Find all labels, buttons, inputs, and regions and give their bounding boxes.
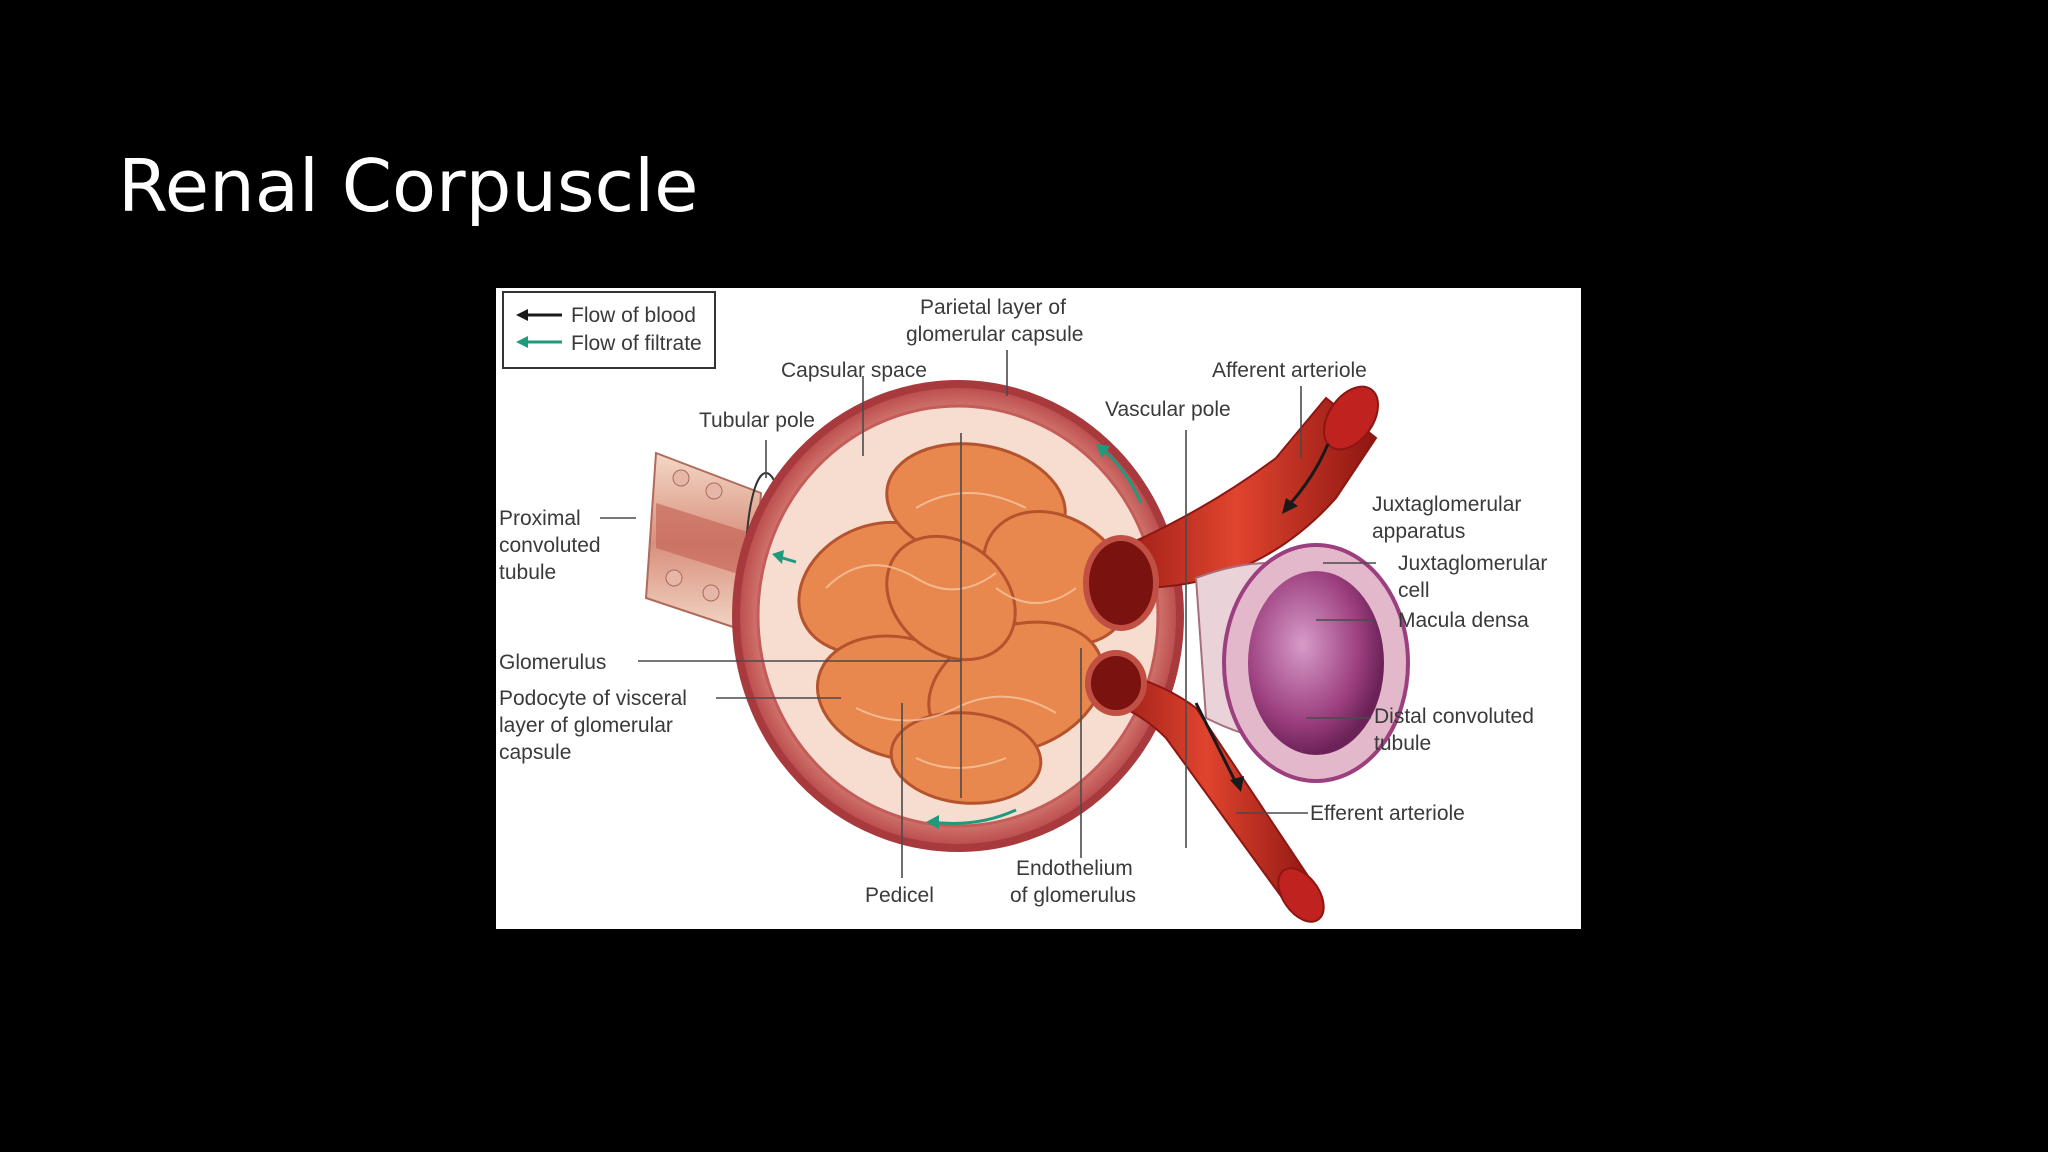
legend-box bbox=[502, 291, 716, 369]
label-tubular-pole: Tubular pole bbox=[699, 409, 815, 432]
label-podocyte-line3: capsule bbox=[499, 741, 571, 764]
filtrate-arrow-icon bbox=[772, 444, 1143, 829]
label-parietal-layer-line2: glomerular capsule bbox=[906, 323, 1083, 346]
label-macula-densa: Macula densa bbox=[1398, 609, 1529, 632]
label-pedicel: Pedicel bbox=[865, 884, 934, 907]
label-afferent-arteriole: Afferent arteriole bbox=[1212, 359, 1367, 382]
slide-title: Renal Corpuscle bbox=[118, 144, 699, 228]
label-proximal-line3: tubule bbox=[499, 561, 556, 584]
teal-left-arrow-icon bbox=[516, 336, 562, 348]
legend-blood-label: Flow of blood bbox=[571, 304, 696, 327]
legend-filtrate-label: Flow of filtrate bbox=[571, 332, 702, 355]
label-proximal-line2: convoluted bbox=[499, 534, 601, 557]
black-left-arrow-icon bbox=[516, 309, 562, 321]
label-podocyte-line2: layer of glomerular bbox=[499, 714, 673, 737]
distal-tubule-illustration bbox=[1194, 543, 1410, 783]
leader-lines bbox=[600, 350, 1376, 878]
label-distal-line2: tubule bbox=[1374, 732, 1431, 755]
blood-flow-arrow-icon bbox=[1194, 443, 1330, 792]
label-glomerulus: Glomerulus bbox=[499, 651, 606, 674]
label-jg-apparatus-line2: apparatus bbox=[1372, 520, 1465, 543]
label-jg-apparatus-line1: Juxtaglomerular bbox=[1372, 493, 1521, 516]
label-endothelium-line1: Endothelium bbox=[1016, 857, 1133, 880]
glomerulus-texture bbox=[825, 492, 1077, 769]
vascular-pole-openings bbox=[1083, 535, 1159, 716]
renal-corpuscle-diagram: Flow of blood Flow of filtrate bbox=[499, 291, 1547, 923]
renal-corpuscle-figure: Flow of blood Flow of filtrate bbox=[496, 288, 1581, 929]
label-endothelium-line2: of glomerulus bbox=[1010, 884, 1136, 907]
label-parietal-layer-line1: Parietal layer of bbox=[920, 296, 1066, 319]
label-podocyte-line1: Podocyte of visceral bbox=[499, 687, 687, 710]
legend: Flow of blood Flow of filtrate bbox=[502, 291, 716, 369]
label-efferent-arteriole: Efferent arteriole bbox=[1310, 802, 1465, 825]
label-jg-cell-line2: cell bbox=[1398, 579, 1430, 602]
label-proximal-line1: Proximal bbox=[499, 507, 581, 530]
label-vascular-pole: Vascular pole bbox=[1105, 398, 1231, 421]
label-distal-line1: Distal convoluted bbox=[1374, 705, 1534, 728]
label-capsular-space: Capsular space bbox=[781, 359, 927, 382]
label-jg-cell-line1: Juxtaglomerular bbox=[1398, 552, 1547, 575]
diagram-labels: Parietal layer of glomerular capsule Cap… bbox=[499, 296, 1547, 907]
